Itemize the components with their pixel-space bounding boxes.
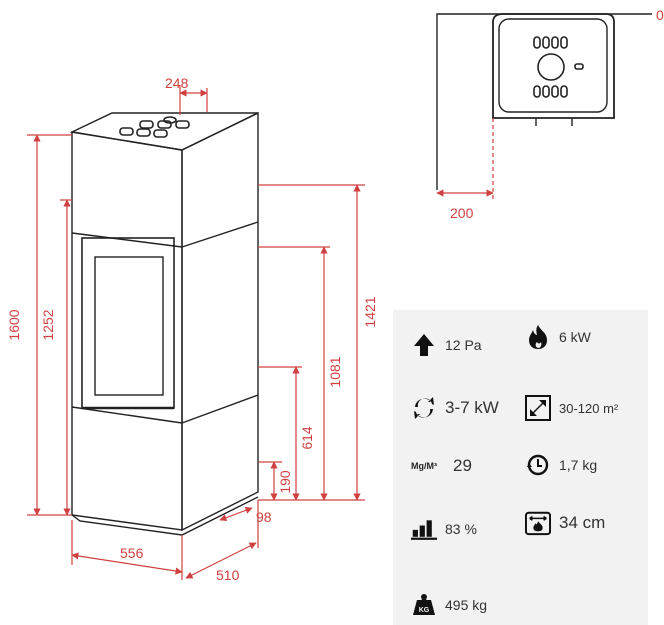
spec-weight: KG 495 kg [411, 592, 487, 618]
dim-air-inlet-height: 190 [277, 470, 293, 494]
spec-consumption: 1,7 kg [525, 452, 597, 478]
top-view-wall [436, 13, 652, 190]
top-view-burner-icon [533, 36, 584, 98]
top-dimension-lines [436, 118, 494, 200]
stove-top-view [492, 13, 615, 126]
dim-lower-joint: 614 [299, 426, 315, 450]
svg-text:KG: KG [419, 607, 430, 614]
expand-icon [525, 395, 551, 421]
spec-emissions-value: 29 [453, 456, 472, 475]
dim-width: 556 [120, 545, 144, 561]
bar-chart-icon [411, 516, 437, 542]
spec-efficiency: 83 % [411, 516, 477, 542]
spec-consumption-value: 1,7 kg [559, 457, 598, 473]
dim-side-flue-height: 1421 [362, 296, 378, 327]
firebox-icon [525, 510, 551, 536]
dim-depth: 510 [216, 567, 240, 583]
timer-icon [525, 452, 551, 478]
clipped-label: 0 [656, 7, 664, 23]
flue-outlet-icon [119, 116, 190, 138]
front-dimension-lines [27, 85, 365, 580]
dim-upper-joint: 1081 [327, 356, 343, 387]
dim-door-height: 1252 [40, 309, 56, 340]
dim-total-height: 1600 [6, 309, 22, 340]
spec-log-length: 34 cm [525, 510, 605, 536]
specs-panel: 12 Pa 6 kW 3-7 kW 30-120 m² Mg/M³ 29 1,7… [393, 310, 648, 625]
dim-air-inlet-depth: 98 [256, 509, 272, 525]
arrow-up-icon [411, 332, 437, 358]
weight-icon: KG [411, 592, 437, 618]
refresh-icon [411, 395, 437, 421]
spec-room-area-value: 30-120 m² [559, 400, 619, 416]
spec-emissions: Mg/M³ 29 [411, 456, 472, 476]
spec-power-range-value: 3-7 kW [445, 398, 499, 417]
spec-efficiency-value: 83 % [445, 521, 477, 537]
front-dimension-labels: 248 1600 1252 1421 1081 614 190 98 556 5… [6, 75, 378, 583]
dim-flue-offset: 248 [165, 75, 189, 91]
spec-weight-value: 495 kg [445, 597, 488, 613]
spec-nominal-power: 6 kW [525, 324, 591, 350]
stove-front-view [69, 111, 259, 536]
spec-emissions-label: Mg/M³ [411, 461, 437, 471]
spec-room-area: 30-120 m² [525, 395, 618, 421]
spec-log-length-value: 34 cm [559, 513, 606, 532]
spec-power-range: 3-7 kW [411, 395, 499, 421]
spec-draught: 12 Pa [411, 332, 482, 358]
spec-nominal-power-value: 6 kW [559, 329, 591, 345]
dim-wall-distance: 200 [450, 205, 474, 221]
spec-draught-value: 12 Pa [445, 337, 482, 353]
flame-icon [525, 324, 551, 350]
